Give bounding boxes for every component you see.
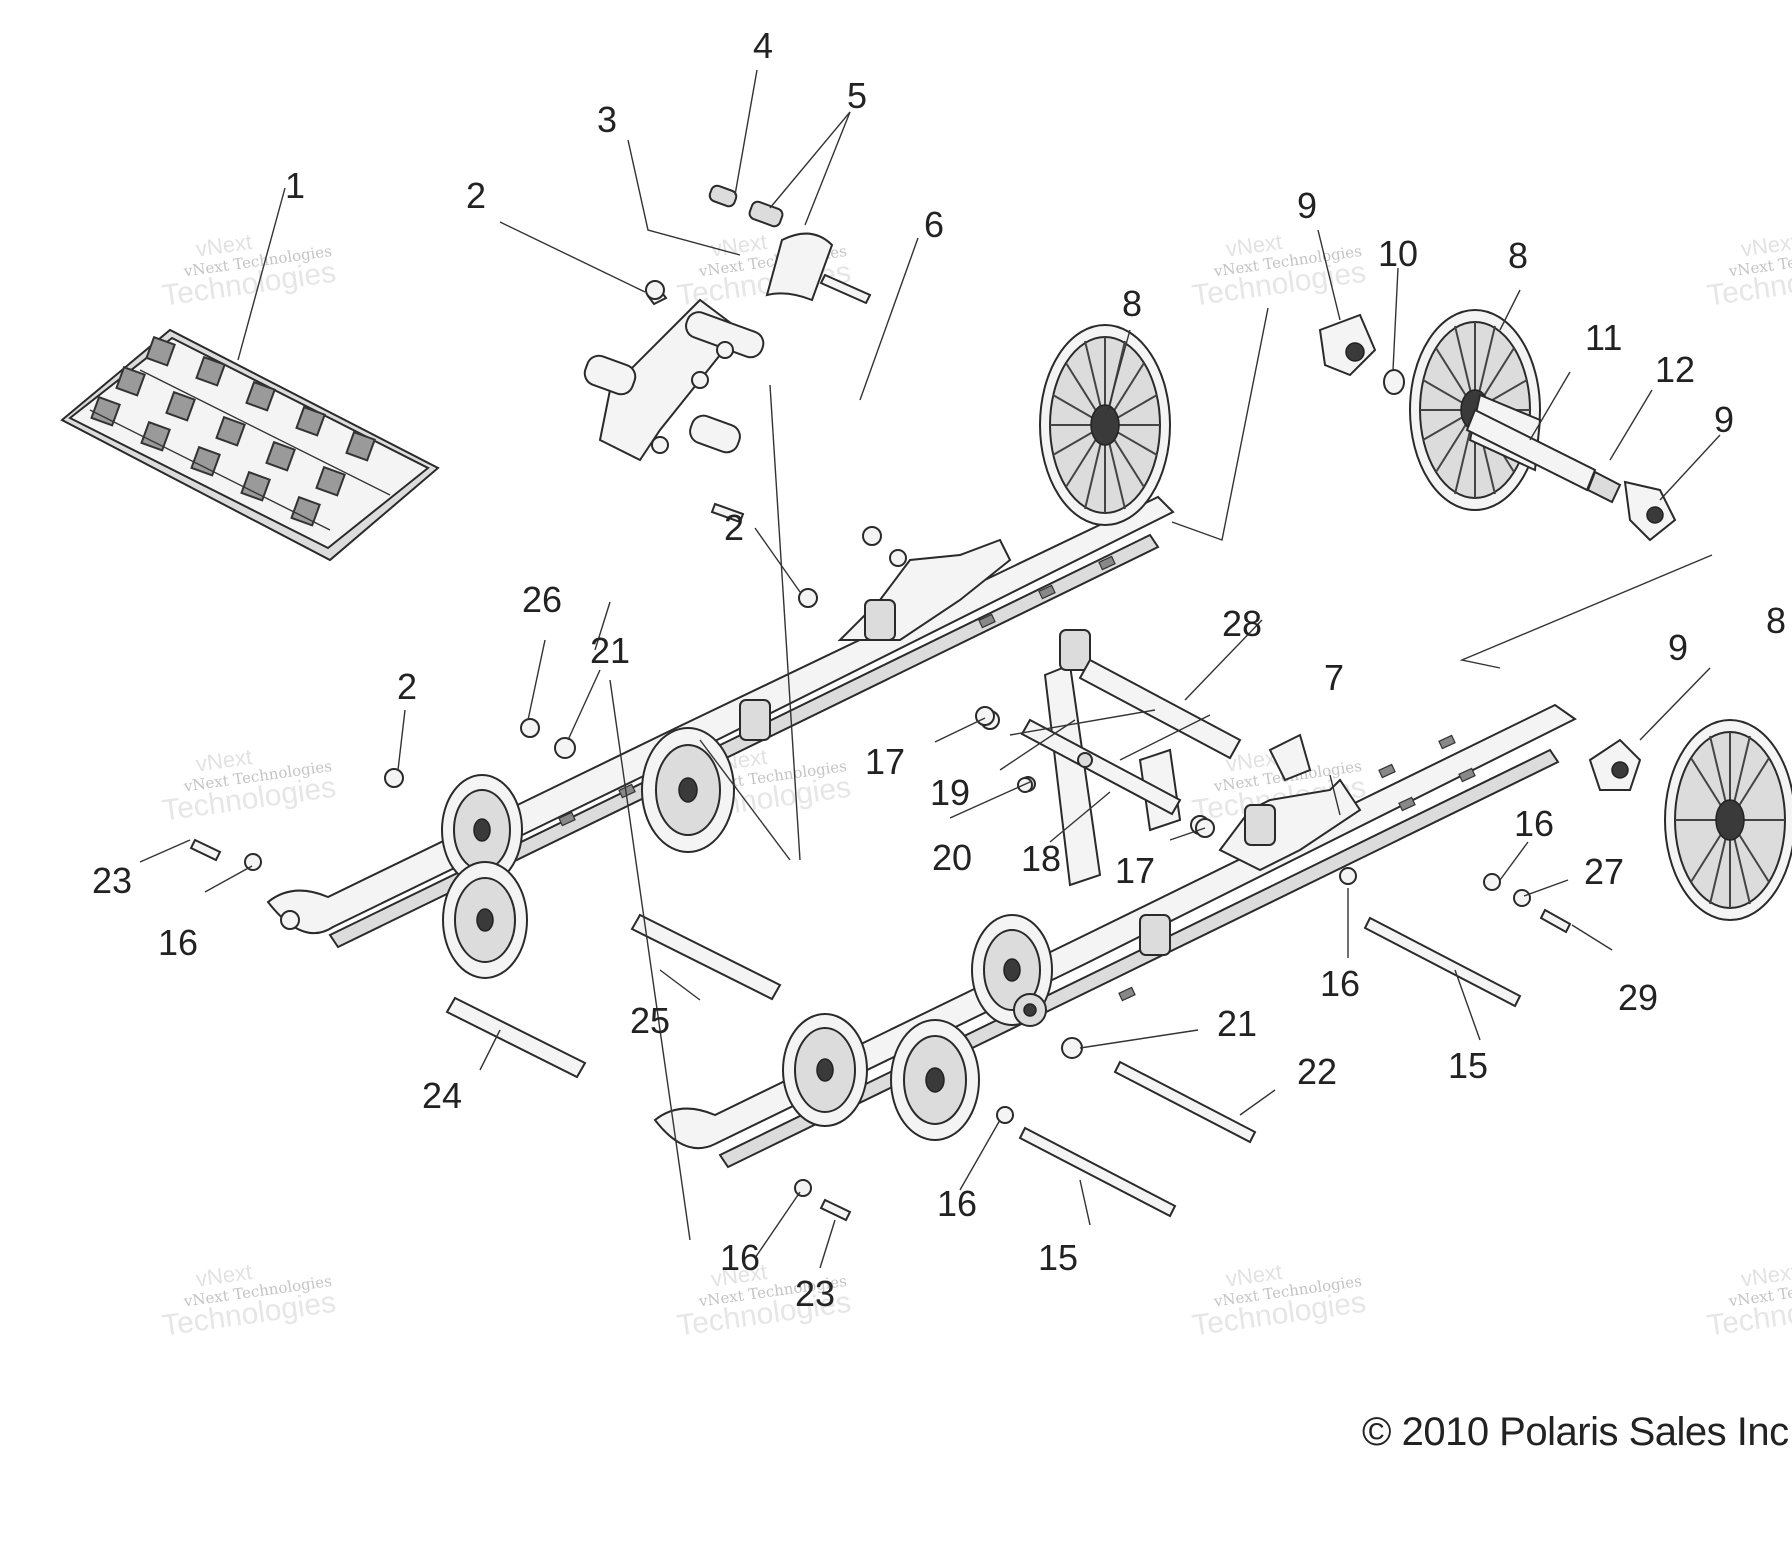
callout-11: 11 xyxy=(1585,317,1622,358)
callout-9: 9 xyxy=(1714,399,1734,440)
callout-17: 17 xyxy=(865,741,905,782)
callout-22: 22 xyxy=(1297,1051,1337,1092)
callout-19: 19 xyxy=(930,772,970,813)
callout-6: 6 xyxy=(924,204,944,245)
leader-lines xyxy=(139,69,1721,1269)
callout-2: 2 xyxy=(466,175,486,216)
hardware xyxy=(189,273,1572,1222)
callout-21: 21 xyxy=(1217,1003,1257,1044)
callout-9: 9 xyxy=(1668,627,1688,668)
callout-9: 9 xyxy=(1297,185,1317,226)
rear-suspension xyxy=(980,629,1312,887)
callout-16: 16 xyxy=(1320,963,1360,1004)
front-torque-arm xyxy=(583,184,834,462)
watermark: vNext vNext Technologies Technologies xyxy=(1705,1259,1792,1343)
callout-16: 16 xyxy=(158,922,198,963)
callout-24: 24 xyxy=(422,1075,462,1116)
callout-29: 29 xyxy=(1618,977,1658,1018)
callout-5: 5 xyxy=(847,75,867,116)
callout-8: 8 xyxy=(1508,235,1528,276)
callout-2: 2 xyxy=(724,507,744,548)
watermark: vNext vNext Technologies Technologies xyxy=(160,744,338,828)
copyright-text: © 2010 Polaris Sales Inc xyxy=(1362,1410,1789,1454)
callout-7: 7 xyxy=(1324,657,1344,698)
callout-20: 20 xyxy=(932,837,972,878)
callout-10: 10 xyxy=(1378,233,1418,274)
callout-18: 18 xyxy=(1021,838,1061,879)
callouts: 1 2 2 2 3 4 5 6 7 8 8 8 9 9 9 10 11 12 1… xyxy=(92,25,1786,1314)
callout-16: 16 xyxy=(720,1237,760,1278)
callout-26: 26 xyxy=(522,579,562,620)
callout-27: 27 xyxy=(1584,851,1624,892)
watermark: vNext vNext Technologies Technologies xyxy=(1190,1259,1368,1343)
callout-3: 3 xyxy=(597,99,617,140)
callout-28: 28 xyxy=(1222,603,1262,644)
callout-12: 12 xyxy=(1655,349,1695,390)
callout-23: 23 xyxy=(795,1273,835,1314)
callout-16: 16 xyxy=(1514,803,1554,844)
callout-8: 8 xyxy=(1122,283,1142,324)
track-part xyxy=(60,328,440,562)
idler-wheels xyxy=(441,727,1053,1141)
watermark: vNext vNext Technologies Technologies xyxy=(1190,229,1368,313)
rear-wheels xyxy=(1039,309,1792,921)
callout-21: 21 xyxy=(590,630,630,671)
callout-15: 15 xyxy=(1038,1237,1078,1278)
callout-8: 8 xyxy=(1766,600,1786,641)
callout-1: 1 xyxy=(285,165,305,206)
callout-23: 23 xyxy=(92,860,132,901)
callout-25: 25 xyxy=(630,1000,670,1041)
watermark: vNext vNext Technologies Technologies xyxy=(160,1259,338,1343)
callout-16: 16 xyxy=(937,1183,977,1224)
rear-axle-assembly xyxy=(1318,313,1677,791)
watermark: vNext vNext Technologies Technologies xyxy=(1705,229,1792,313)
callout-15: 15 xyxy=(1448,1045,1488,1086)
watermark: vNext vNext Technologies Technologies xyxy=(160,229,338,313)
callout-4: 4 xyxy=(753,25,773,66)
callout-2: 2 xyxy=(397,666,417,707)
callout-17: 17 xyxy=(1115,850,1155,891)
